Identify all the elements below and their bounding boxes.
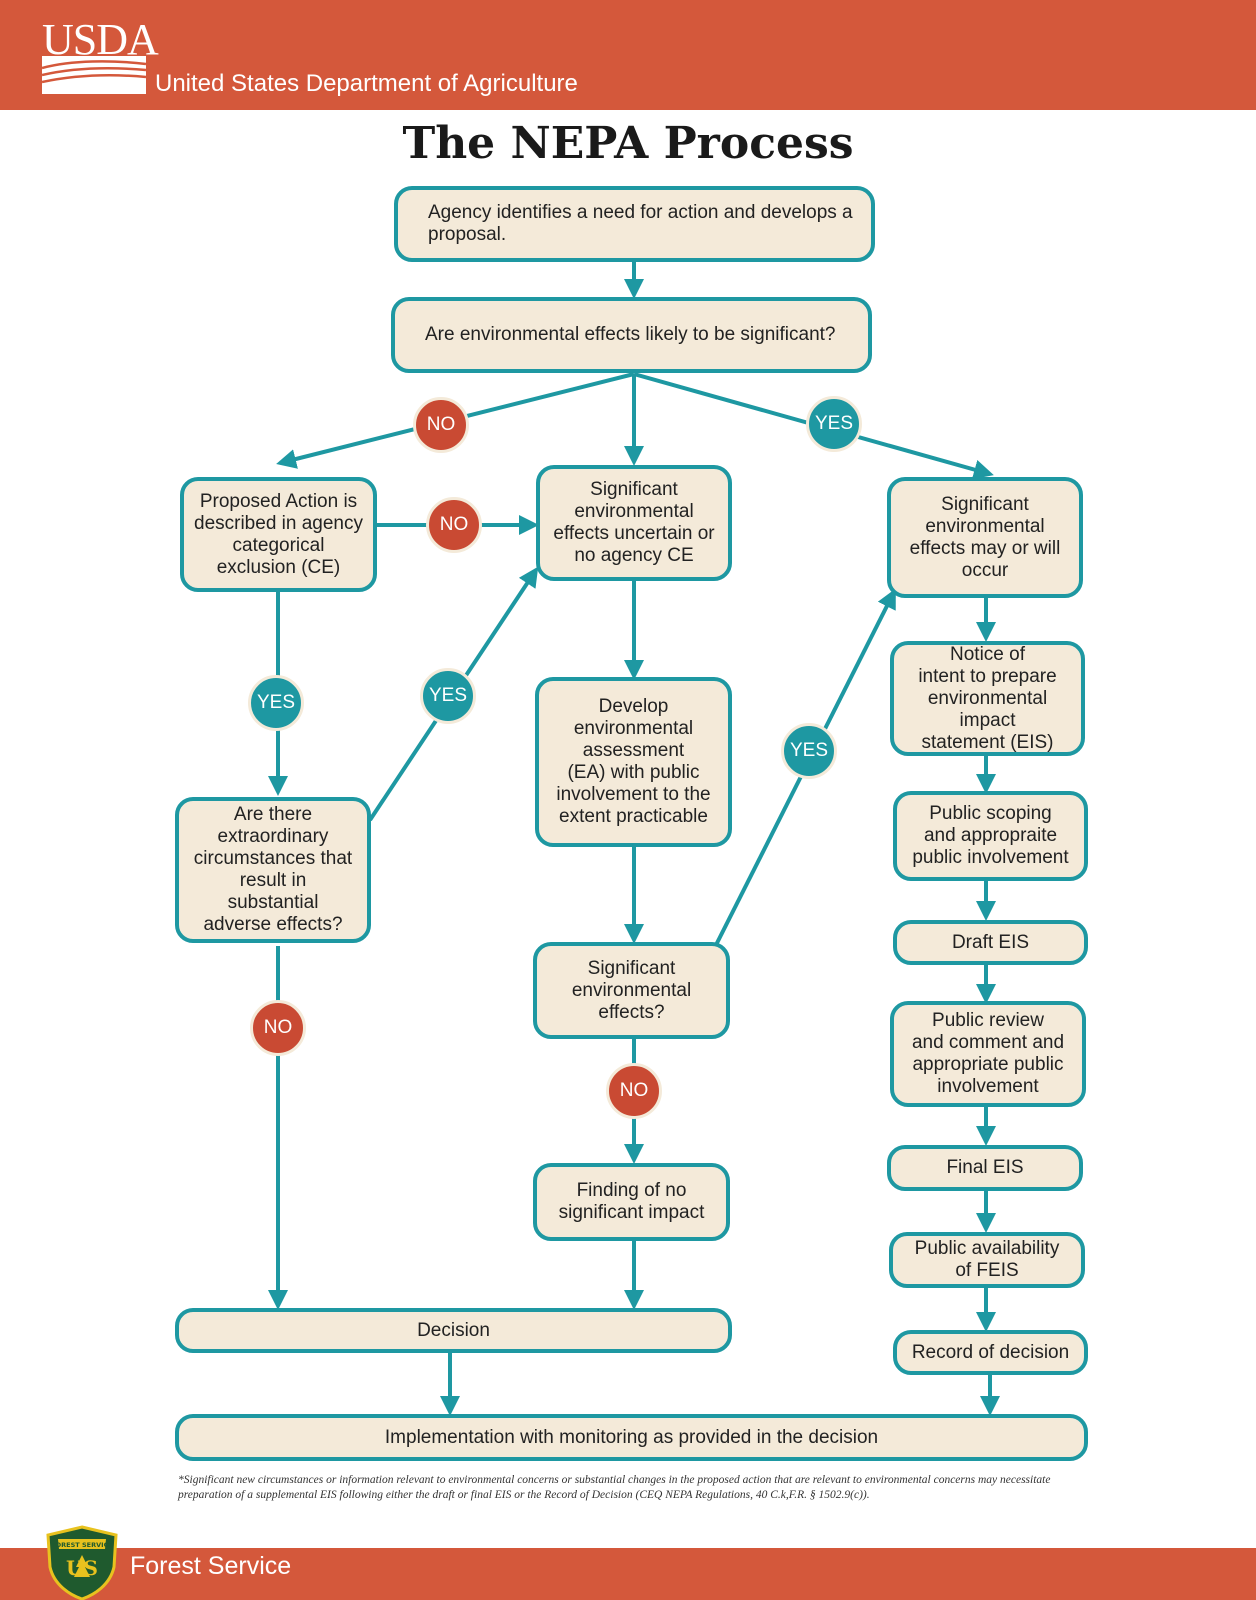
node-draft-eis: Draft EIS [893, 920, 1088, 965]
node-decision: Decision [175, 1308, 732, 1353]
badge-no-3: NO [250, 1000, 306, 1056]
node-effects-uncertain: Significant environmental effects uncert… [536, 465, 732, 581]
usda-logo-text: USDA [42, 15, 159, 64]
node-public-scoping: Public scoping and appropraite public in… [893, 791, 1088, 881]
node-public-availability: Public availability of FEIS [889, 1232, 1085, 1288]
node-need-for-action: Agency identifies a need for action and … [394, 186, 875, 262]
node-final-eis: Final EIS [887, 1145, 1083, 1191]
node-significant-effects-question: Significant environmental effects? [533, 942, 730, 1039]
node-notice-of-intent: Notice of intent to prepare environmenta… [890, 641, 1085, 756]
node-effects-will-occur: Significant environmental effects may or… [887, 477, 1083, 598]
badge-no-2: NO [426, 497, 482, 553]
agency-name: United States Department of Agriculture [155, 70, 578, 97]
badge-yes-2: YES [248, 675, 304, 731]
shield-top-text: FOREST SERVICE [51, 1541, 113, 1549]
node-public-review: Public review and comment and appropriat… [890, 1001, 1086, 1107]
node-fonsi: Finding of no significant impact [533, 1163, 730, 1241]
node-record-of-decision: Record of decision [893, 1330, 1088, 1375]
node-categorical-exclusion: Proposed Action is described in agency c… [180, 477, 377, 592]
badge-yes-1: YES [806, 396, 862, 452]
page-title: The NEPA Process [402, 118, 854, 169]
forest-service-shield-icon: FOREST SERVICE US [46, 1525, 118, 1600]
node-implementation: Implementation with monitoring as provid… [175, 1414, 1088, 1461]
badge-no-1: NO [413, 397, 469, 453]
forest-service-name: Forest Service [130, 1552, 292, 1580]
badge-yes-4: YES [781, 723, 837, 779]
node-extraordinary-circumstances: Are there extraordinary circumstances th… [175, 797, 371, 943]
footer-bar [0, 1548, 1256, 1600]
badge-yes-3: YES [420, 668, 476, 724]
header-bar: USDA United States Department of Agricul… [0, 0, 1256, 110]
usda-logo-icon [42, 56, 146, 94]
footnote: *Significant new circumstances or inform… [178, 1474, 1051, 1501]
badge-no-4: NO [606, 1063, 662, 1119]
node-develop-ea: Develop environmental assessment (EA) wi… [535, 677, 732, 847]
node-significant-question: Are environmental effects likely to be s… [391, 297, 872, 373]
